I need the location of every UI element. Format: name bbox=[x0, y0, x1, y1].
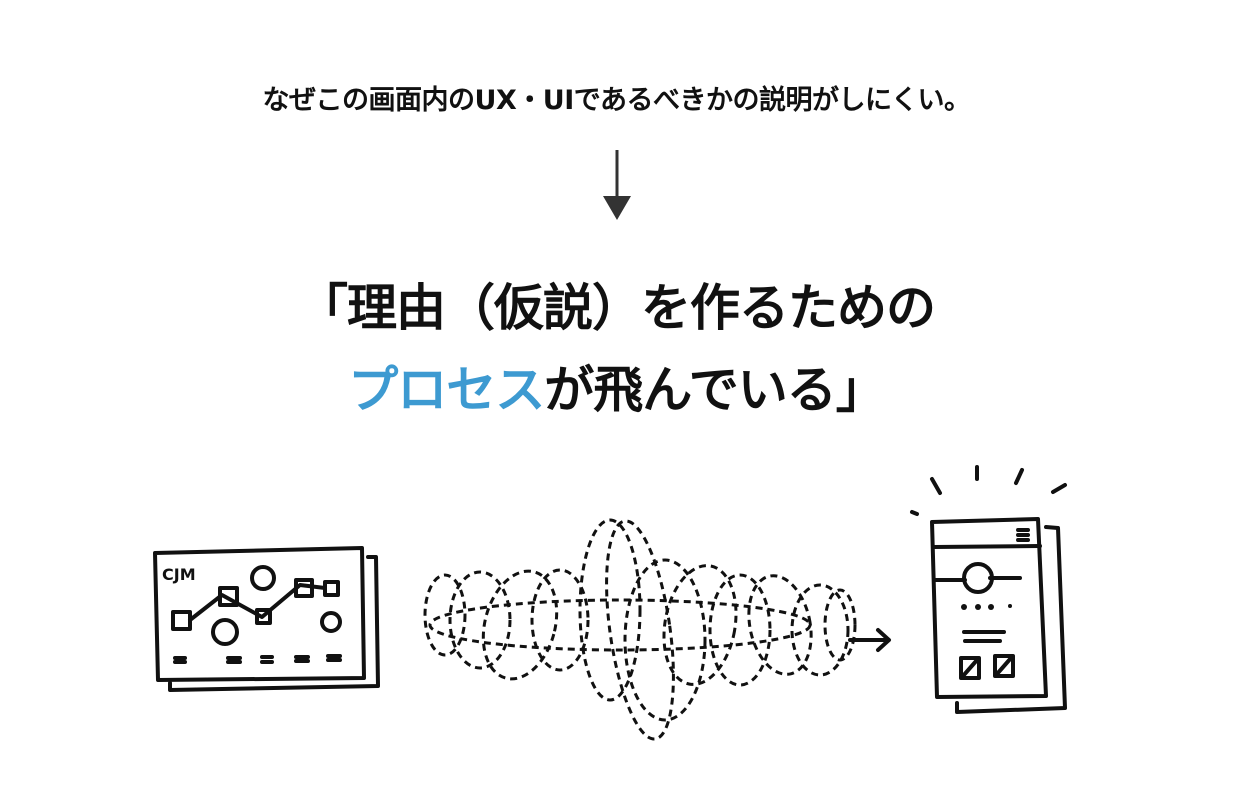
mobile-screen-icon bbox=[910, 465, 1067, 714]
headline-line-1: 「理由（仮説）を作るための bbox=[298, 279, 936, 337]
cjm-board-icon: CJM bbox=[153, 546, 380, 692]
caption: なぜこの画面内のUX・UIであるべきかの説明がしにくい。 bbox=[262, 85, 971, 116]
headline-accent: プロセス bbox=[348, 361, 545, 419]
headline-rest: が飛んでいる」 bbox=[544, 361, 885, 419]
headline-line-2: プロセスが飛んでいる」 bbox=[0, 350, 1233, 422]
cjm-label: CJM bbox=[162, 565, 196, 584]
tangled-scribble-icon bbox=[423, 518, 891, 741]
